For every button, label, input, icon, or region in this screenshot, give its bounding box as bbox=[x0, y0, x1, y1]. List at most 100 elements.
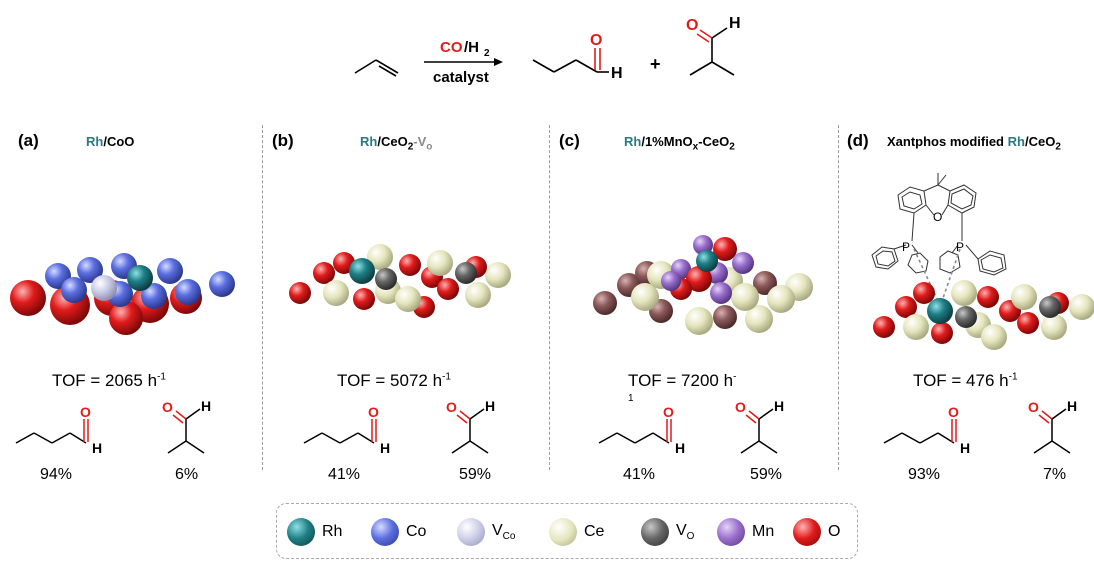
panel-c-mnox-cluster bbox=[661, 235, 754, 304]
panel-d-linear-selectivity: 93% bbox=[908, 466, 941, 483]
legend-label-vco: VCo bbox=[492, 522, 515, 542]
panel-c-branched-selectivity: 59% bbox=[750, 466, 783, 483]
legend-label-vo-sub: O bbox=[686, 531, 695, 543]
legend-swatch-rh bbox=[287, 518, 315, 546]
reaction-scheme: CO /H 2 catalyst O H + O H bbox=[354, 15, 741, 86]
panel-c-title-tail: -CeO bbox=[698, 134, 730, 149]
panel-a-tof: TOF = 2065 h-1 bbox=[52, 371, 166, 391]
panel-c-tof-sup: - bbox=[733, 371, 737, 383]
legend-label-rh: Rh bbox=[322, 523, 343, 540]
panel-d-linear-oxygen: O bbox=[948, 404, 959, 420]
panel-a-catalyst-model bbox=[10, 253, 235, 335]
panel-a-branched-selectivity: 6% bbox=[175, 466, 199, 483]
panel-d-surface bbox=[873, 280, 1094, 350]
butanal-hydrogen: H bbox=[611, 65, 623, 82]
panel-c-tof-overflow: 1 bbox=[628, 393, 634, 404]
panel-d-title-sub: 2 bbox=[1055, 141, 1061, 153]
panel-d-label: (d) bbox=[847, 131, 869, 150]
legend-swatch-co bbox=[371, 518, 399, 546]
panel-b-tof: TOF = 5072 h-1 bbox=[337, 371, 451, 391]
panel-c-linear-selectivity: 41% bbox=[623, 466, 656, 483]
panel-a-branched-hydrogen: H bbox=[201, 398, 211, 414]
legend-label-mn: Mn bbox=[752, 523, 775, 540]
panel-a-title: Rh/CoO bbox=[86, 134, 134, 149]
panel-c-linear-oxygen: O bbox=[663, 404, 674, 420]
product-structures: O H O H O H O H O H O H O H O H bbox=[15, 398, 1077, 456]
legend-label-vco-main: V bbox=[492, 521, 503, 539]
ligand-oxygen-atom: O bbox=[933, 210, 942, 224]
panel-a-tof-sup: -1 bbox=[157, 371, 166, 383]
panel-d-branched-selectivity: 7% bbox=[1043, 466, 1067, 483]
panel-c-label: (c) bbox=[559, 131, 580, 150]
xantphos-ligand bbox=[871, 173, 1007, 276]
panel-b-title-rh: Rh bbox=[360, 134, 378, 149]
isobutanal-oxygen: O bbox=[686, 17, 698, 34]
arrow-co-label: CO bbox=[440, 39, 463, 56]
panel-d-catalyst-model: O P P bbox=[871, 173, 1094, 350]
panel-b-branched-aldehyde bbox=[451, 408, 489, 454]
panel-b-branched-selectivity: 59% bbox=[459, 466, 492, 483]
legend-swatch-vco bbox=[457, 518, 485, 546]
panel-d-tof-sup: -1 bbox=[1008, 371, 1018, 383]
panel-b-tof-text: TOF = 5072 h bbox=[337, 371, 443, 390]
panel-b-catalyst-model bbox=[289, 244, 511, 318]
panel-d-title-rest: /CeO bbox=[1024, 134, 1056, 149]
panel-c-linear-hydrogen: H bbox=[675, 440, 685, 456]
panel-d-branched-oxygen: O bbox=[1028, 399, 1039, 415]
panel-b-linear-hydrogen: H bbox=[380, 440, 390, 456]
panel-b-title: Rh/CeO2-Vo bbox=[360, 134, 432, 153]
panel-c-tof-text: TOF = 7200 h bbox=[628, 371, 734, 390]
panel-d-branched-hydrogen: H bbox=[1067, 398, 1077, 414]
legend-label-vo: VO bbox=[676, 522, 694, 542]
panel-a-linear-aldehyde bbox=[15, 419, 89, 444]
legend-item-vco: VCo bbox=[457, 518, 515, 546]
legend-item-o: O bbox=[793, 518, 840, 546]
legend-label-ce: Ce bbox=[584, 523, 605, 540]
panel-d-title-pre: Xantphos modified bbox=[887, 134, 1008, 149]
panel-a-linear-selectivity: 94% bbox=[40, 466, 73, 483]
panel-b-linear-oxygen: O bbox=[368, 404, 379, 420]
panel-a-label: (a) bbox=[18, 131, 39, 150]
legend-label-co: Co bbox=[406, 523, 427, 540]
panel-c-rh-atom bbox=[696, 250, 718, 272]
legend-label-o: O bbox=[828, 523, 841, 540]
legend-item-mn: Mn bbox=[717, 518, 774, 546]
legend-swatch-vo bbox=[641, 518, 669, 546]
panel-a-title-rest: /CoO bbox=[103, 134, 135, 149]
panel-d-title-rh: Rh bbox=[1007, 134, 1025, 149]
panel-c-branched-hydrogen: H bbox=[774, 398, 784, 414]
panel-b-surface bbox=[289, 244, 511, 318]
propene-structure bbox=[354, 59, 399, 77]
panel-b-title-rest: /CeO bbox=[377, 134, 408, 149]
panel-a-tof-text: TOF = 2065 h bbox=[52, 371, 158, 390]
atom-legend: Rh Co VCo Ce VO Mn O bbox=[276, 503, 858, 559]
panel-b-linear-selectivity: 41% bbox=[328, 466, 361, 483]
panel-c-title-rh: Rh bbox=[624, 134, 642, 149]
panel-c-title-tail-sub: 2 bbox=[729, 141, 735, 153]
panel-a-title-rh: Rh bbox=[86, 134, 104, 149]
legend-label-vo-main: V bbox=[676, 521, 687, 539]
panel-c-title-rest: /1%MnO bbox=[641, 134, 693, 149]
panel-c-branched-aldehyde bbox=[740, 408, 778, 454]
panel-c-catalyst-model bbox=[593, 235, 813, 335]
panel-d-branched-aldehyde bbox=[1033, 408, 1071, 454]
panel-b-label: (b) bbox=[272, 131, 294, 150]
panel-a-branched-aldehyde bbox=[167, 408, 205, 454]
panel-d-tof-text: TOF = 476 h bbox=[913, 371, 1009, 390]
panel-b-title-tail-sub: o bbox=[426, 141, 433, 153]
panel-d-title: Xantphos modified Rh/CeO2 bbox=[887, 134, 1061, 153]
panel-b-linear-aldehyde bbox=[303, 419, 377, 444]
butanal-oxygen: O bbox=[590, 32, 602, 49]
legend-item-rh: Rh bbox=[287, 518, 342, 546]
panel-b-branched-oxygen: O bbox=[446, 399, 457, 415]
panel-divider-1 bbox=[262, 125, 263, 470]
panel-b-tof-sup: -1 bbox=[442, 371, 451, 383]
arrow-catalyst-label: catalyst bbox=[433, 69, 489, 86]
plus-sign: + bbox=[650, 54, 661, 74]
panel-d-rh-atom bbox=[927, 298, 953, 324]
panel-b-title-tail: -V bbox=[413, 134, 427, 149]
legend-swatch-ce bbox=[549, 518, 577, 546]
panel-c-surface bbox=[593, 261, 813, 335]
panel-b-title-sub: 2 bbox=[407, 141, 414, 153]
butanal-structure bbox=[532, 48, 609, 73]
